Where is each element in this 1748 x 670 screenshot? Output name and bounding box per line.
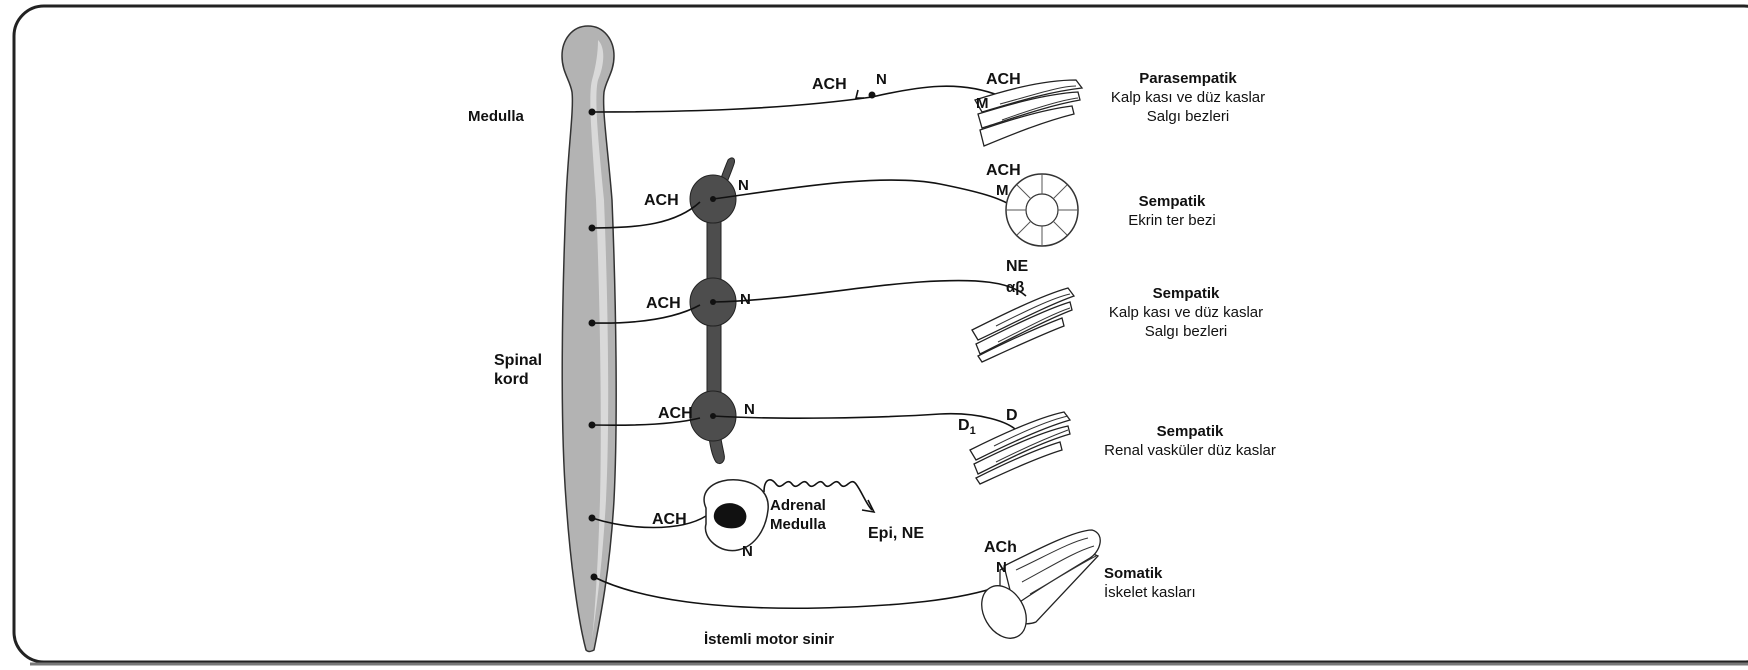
adrenal-label-2: Medulla bbox=[770, 516, 826, 533]
spinal-cord-shape bbox=[562, 26, 616, 652]
parasym-pre-label: ACH bbox=[812, 76, 847, 93]
parasym-preganglionic bbox=[592, 97, 872, 112]
ganglion-3-dot bbox=[710, 413, 716, 419]
sym1-target-transmitter: ACH bbox=[986, 162, 1021, 179]
sym2-pre-label: ACH bbox=[646, 295, 681, 312]
parasym-ganglion-dot bbox=[869, 92, 876, 99]
parasym-ganglion-receptor: N bbox=[876, 71, 887, 88]
effector-muscle-2 bbox=[972, 288, 1074, 362]
sym2-desc-1: Kalp kası ve düz kaslar bbox=[1109, 304, 1263, 321]
spinal-cord bbox=[562, 26, 616, 652]
medulla-label: Medulla bbox=[468, 108, 524, 125]
sym2-title: Sempatik bbox=[1153, 285, 1220, 302]
cord-dot-5 bbox=[589, 515, 596, 522]
sym3-target-transmitter: D bbox=[1006, 407, 1018, 424]
sym3-receptor-d1: D1 bbox=[958, 417, 976, 437]
ganglion-2-dot bbox=[710, 299, 716, 305]
sym1-postganglionic bbox=[713, 180, 1012, 206]
cord-dot-3 bbox=[589, 320, 596, 327]
sym3-desc-1: Renal vasküler düz kaslar bbox=[1104, 442, 1276, 459]
effector-muscle-3 bbox=[970, 412, 1070, 484]
somatic-motor-nerve bbox=[594, 560, 1036, 608]
sym2-ganglion-receptor: N bbox=[740, 291, 751, 308]
sym2-target-transmitter: NE bbox=[1006, 258, 1029, 275]
parasym-target-transmitter: ACH bbox=[986, 71, 1021, 88]
voluntary-motor-nerve-label: İstemli motor sinir bbox=[704, 631, 834, 648]
somatic-target-receptor: N bbox=[996, 559, 1007, 576]
parasym-target-receptor: M bbox=[976, 95, 989, 112]
sym2-postganglionic bbox=[713, 281, 1026, 302]
sym1-pre-label: ACH bbox=[644, 192, 679, 209]
sym1-target-receptor: M bbox=[996, 182, 1009, 199]
somatic-target-transmitter: ACh bbox=[984, 539, 1017, 556]
sym3-title: Sempatik bbox=[1157, 423, 1224, 440]
somatic-desc-1: İskelet kasları bbox=[1104, 583, 1196, 601]
sym3-ganglion-receptor: N bbox=[744, 401, 755, 418]
cord-dot-6 bbox=[591, 574, 598, 581]
adrenal-medulla-cell bbox=[704, 480, 768, 551]
adrenal-pre-label: ACH bbox=[652, 511, 687, 528]
adrenal-label-1: Adrenal bbox=[770, 497, 826, 514]
parasym-desc-2: Salgı bezleri bbox=[1147, 108, 1230, 125]
sym3-pre-label: ACH bbox=[658, 405, 693, 422]
sym2-desc-2: Salgı bezleri bbox=[1145, 323, 1228, 340]
somatic-title: Somatik bbox=[1104, 565, 1163, 582]
spinal-cord-label-2: kord bbox=[494, 371, 529, 388]
cord-dot-2 bbox=[589, 225, 596, 232]
cord-dot-1 bbox=[589, 109, 596, 116]
parasym-title: Parasempatik bbox=[1139, 70, 1237, 87]
cord-dot-4 bbox=[589, 422, 596, 429]
effector-muscle-1 bbox=[975, 80, 1082, 146]
sweat-gland bbox=[1006, 174, 1078, 246]
spinal-cord-label-1: Spinal bbox=[494, 352, 542, 369]
diagram-frame bbox=[14, 6, 1748, 662]
sym1-desc-1: Ekrin ter bezi bbox=[1128, 212, 1216, 229]
ganglion-1-dot bbox=[710, 196, 716, 202]
sym1-ganglion-receptor: N bbox=[738, 177, 749, 194]
sym2-target-receptor: αβ bbox=[1006, 279, 1024, 296]
parasym-synapse-mark bbox=[856, 90, 864, 98]
adrenal-ganglion-receptor: N bbox=[742, 543, 753, 560]
epi-ne-label: Epi, NE bbox=[868, 525, 924, 542]
sym1-title: Sempatik bbox=[1139, 193, 1206, 210]
parasym-desc-1: Kalp kası ve düz kaslar bbox=[1111, 89, 1265, 106]
